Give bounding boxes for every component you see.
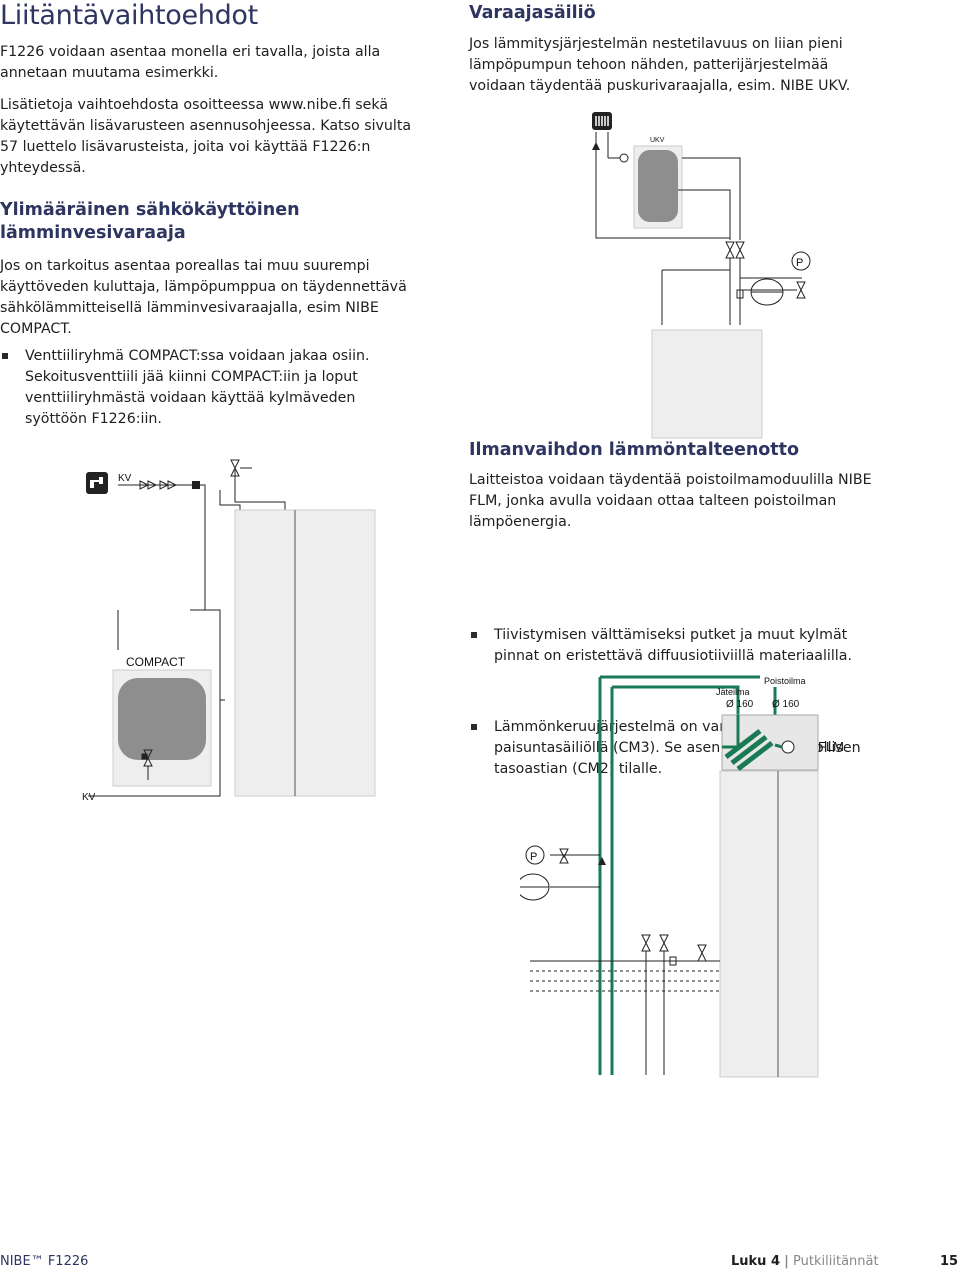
section-heading-water-heater: Ylimääräinen sähkökäyttöinen lämminvesiv… [0, 200, 300, 243]
extract-air-label: Poistoilma [764, 676, 806, 686]
pressure-gauge [791, 251, 811, 271]
fan-icon [781, 740, 795, 754]
pressure-gauge-flm [525, 845, 545, 865]
buffer-paragraph: Jos lämmitysjärjestelmän nestetilavuus o… [469, 36, 851, 94]
heat-pump-unit-top [651, 329, 763, 439]
heat-pump-unit [234, 509, 376, 797]
heat-pump-unit-flm [719, 770, 819, 1078]
footer-chapter: Luku 4 [731, 1254, 781, 1269]
exhaust-dimension: Ø 160 [726, 699, 754, 710]
water-heater-paragraph: Jos on tarkoitus asentaa poreallas tai m… [0, 258, 407, 337]
ukv-tank [638, 150, 678, 222]
intro-paragraph-1: F1226 voidaan asentaa monella eri tavall… [0, 44, 381, 81]
ventilation-paragraph: Laitteistoa voidaan täydentää poistoilma… [469, 472, 872, 530]
footer-brand: NIBE™ F1226 [0, 1254, 89, 1269]
exhaust-air-label: Jäteilma [716, 687, 750, 697]
ventilation-bullet-2: Lämmönkeruujärjestelmä on varustettava p… [469, 717, 889, 780]
ventilation-bullet-1: Tiivistymisen välttämiseksi putket ja mu… [469, 625, 889, 667]
section-heading-ventilation: Ilmanvaihdon lämmöntalteenotto [469, 440, 800, 460]
ukv-label: UKV [650, 137, 665, 144]
valve-symbol [139, 480, 178, 490]
footer-chapter-title: Putkiliitännät [793, 1254, 879, 1269]
footer-page-number: 15 [940, 1254, 959, 1269]
valve-pair [725, 241, 745, 259]
faucet-icon [86, 472, 108, 494]
compact-tank [118, 678, 206, 760]
footer-chapter-block: Luku 4 | Putkiliitännät [731, 1254, 879, 1269]
pressure-label-flm: P [530, 851, 537, 863]
intro-paragraph-2: Lisätietoja vaihtoehdosta osoitteessa ww… [0, 97, 412, 176]
ukv-diagram: UKV P [592, 112, 811, 439]
safety-valve-symbol [230, 459, 252, 477]
radiator-icon [592, 112, 612, 130]
section-heading-buffer: Varaajasäiliö [469, 3, 596, 23]
water-heater-bullet: Venttiiliryhmä COMPACT:ssa voidaan jakaa… [0, 346, 417, 430]
flm-label: FLM [818, 739, 844, 754]
page-title: Liitäntävaihtoehdot [0, 0, 258, 31]
flm-diagram: Poistoilma Jäteilma Ø 160 Ø 160 FLM P [520, 673, 844, 1078]
kv-label-bottom: KV [82, 792, 96, 803]
kv-label-top: KV [118, 473, 132, 484]
compact-label: COMPACT [126, 655, 186, 669]
pump-icon [619, 153, 629, 163]
extract-dimension: Ø 160 [772, 699, 800, 710]
pressure-label: P [796, 257, 803, 269]
compact-diagram: KV COMPACT KV [82, 459, 376, 803]
